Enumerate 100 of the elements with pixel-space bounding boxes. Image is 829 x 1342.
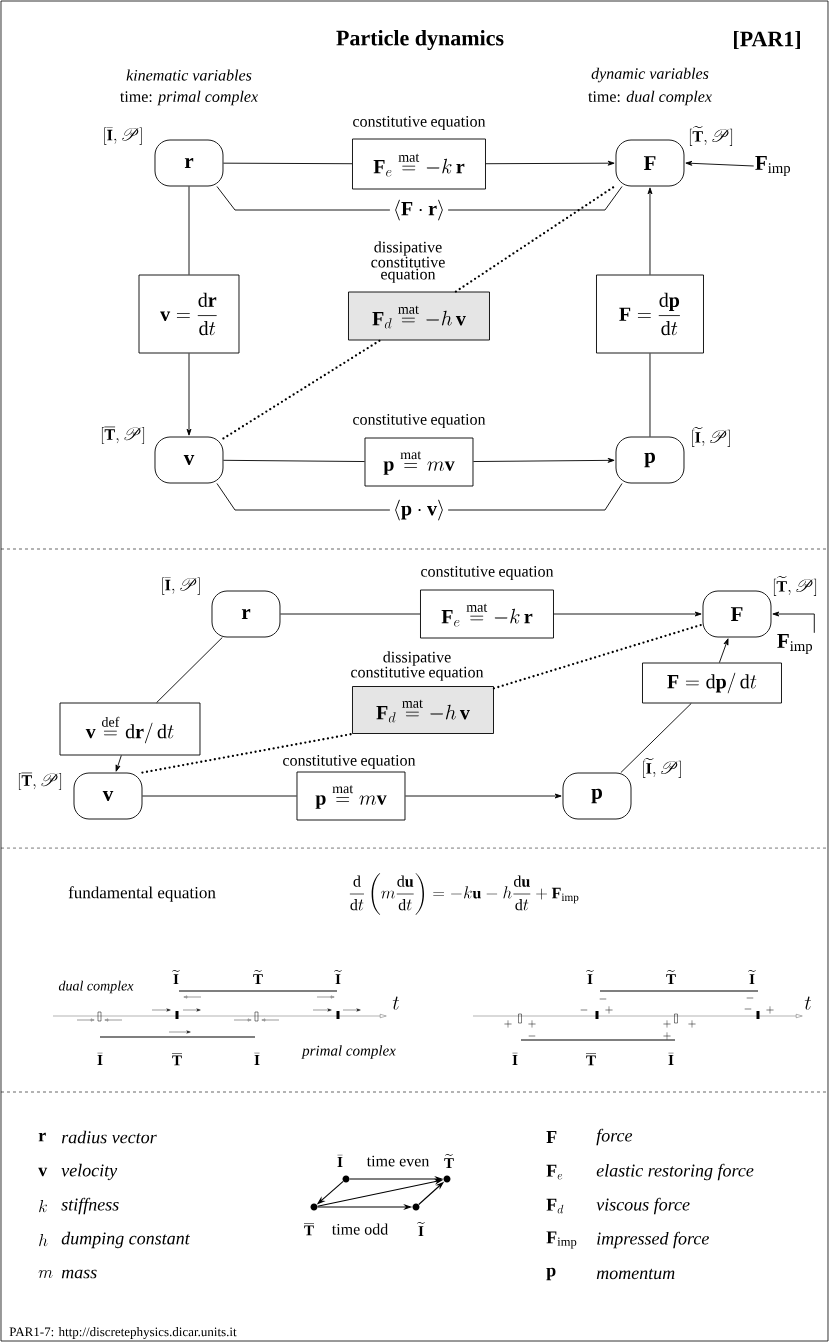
definition-text: momentum xyxy=(596,1268,675,1280)
complex-label: dual complex xyxy=(58,980,134,994)
column-heading: dynamic variables xyxy=(591,67,709,83)
time-symbol: $\widetilde{\mathbf{I}}$ xyxy=(334,970,342,984)
variable-node: $\mathbf{p}$ xyxy=(562,772,632,820)
edge-label: $\langle \mathbf{F} \cdot \mathbf{r} \rangle$ xyxy=(389,196,449,224)
arrow xyxy=(473,457,615,463)
arrow xyxy=(485,160,615,166)
sign-symbol: $+$ xyxy=(528,1020,536,1028)
set-label: $[\overline{\mathbf{T}}, \mathscr{P}]$ xyxy=(101,426,145,445)
box-heading: constitutive equation xyxy=(421,566,554,580)
box-heading: constitutive equation xyxy=(353,414,486,428)
time-symbol: $\bar{\mathbf{I}}$ xyxy=(97,1052,103,1065)
symbol: $\mathbf{v}$ xyxy=(38,1167,48,1177)
sign-symbol: $-$ xyxy=(746,997,754,999)
sign-symbol: $-$ xyxy=(580,1009,588,1011)
time-label: time even xyxy=(366,1155,430,1167)
definition-text: elastic restoring force xyxy=(596,1163,754,1181)
definition-text: dumping constant xyxy=(61,1231,191,1249)
variable-node: $\mathbf{F}$ xyxy=(615,139,685,187)
set-label: $[\bar{\mathbf{I}}, \mathscr{P}]$ xyxy=(104,127,142,145)
definition-text: force xyxy=(596,1128,633,1146)
sign-symbol: $-$ xyxy=(599,998,607,1000)
definition-text: viscous force xyxy=(596,1197,690,1215)
set-label: $\bar{\mathbf{I}}$ xyxy=(337,1154,343,1167)
box-heading: constitutive equation xyxy=(353,116,486,130)
sign-symbol: $+$ xyxy=(663,1020,671,1028)
column-heading: time: dual complex xyxy=(588,90,712,106)
variable-node: $\mathbf{r}$ xyxy=(211,590,281,638)
time-symbol: $\widetilde{\mathbf{I}}$ xyxy=(748,970,756,984)
set-label: $[\widetilde{\mathbf{I}}, \mathscr{P}]$ xyxy=(692,427,730,447)
time-symbol: $\bar{\mathbf{I}}$ xyxy=(254,1052,260,1065)
dotted-line xyxy=(141,732,354,774)
symbol: $\mathbf{F}_{\mathrm{imp}}$ xyxy=(546,1231,577,1249)
definition-text: radius vector xyxy=(61,1130,157,1144)
connector-line xyxy=(649,353,651,437)
sign-symbol: $-$ xyxy=(744,1008,752,1010)
symbol: $\mathbf{r}$ xyxy=(38,1132,46,1142)
equation-box: $\mathbf{v} \overset{\mathrm{def}}{=} \mathrm{d}\mathbf{r}/\,\mathrm{d}t$ xyxy=(59,702,201,756)
connector-line xyxy=(223,459,365,462)
connector-line xyxy=(156,637,223,703)
sign-symbol: $-$ xyxy=(528,1035,536,1037)
equation-box: $\mathbf{v} = \frac{\mathrm{d}\mathbf{r}}{\mathrm{d}t}$ xyxy=(138,274,240,354)
connector-line xyxy=(142,795,297,797)
dotted-line xyxy=(454,184,617,293)
equation: $\frac{\mathrm{d}}{\mathrm{d}t}\left(m\frac{\mathrm{d}\mathbf{u}}{\mathrm{d}t}\right) = -k\mathbf{u} - h\frac{\mathrm{d}\mathbf{u}}{\mathrm{d}t} + \mathbf{F}_{\mathrm{imp}}$ xyxy=(349,873,579,915)
equation-box: $\mathbf{F} = \mathrm{d}\mathbf{p}/\,\mathrm{d}t$ xyxy=(642,662,782,704)
equation-box: $\mathbf{p} \overset{\mathrm{mat}}{=} m\mathbf{v}$ xyxy=(296,771,406,821)
variable-node: $\mathbf{v}$ xyxy=(154,436,224,484)
equation-box: $\mathbf{p} \overset{\mathrm{mat}}{=} m\mathbf{v}$ xyxy=(364,437,474,487)
variable-node: $\mathbf{v}$ xyxy=(73,772,143,820)
axis-label: $t$ xyxy=(804,996,811,1010)
time-symbol: $\widetilde{\mathbf{I}}$ xyxy=(172,970,180,984)
complex-label: primal complex xyxy=(301,1045,396,1059)
arrow xyxy=(718,638,729,663)
equation-box: $\mathbf{F} = \frac{\mathrm{d}\mathbf{p}}{\mathrm{d}t}$ xyxy=(596,274,704,354)
symbol: $\mathbf{F}_d$ xyxy=(546,1198,564,1214)
connector-line xyxy=(280,613,421,615)
title: Particle dynamics xyxy=(336,30,504,50)
variable-node: $\mathbf{F}$ xyxy=(702,590,772,638)
equation-box: $\mathbf{F}_e \overset{\mathrm{mat}}{=} -k\,\mathbf{r}$ xyxy=(352,138,486,190)
connector-line xyxy=(223,162,353,165)
arrow xyxy=(685,160,755,167)
time-symbol: $\bar{\mathbf{I}}$ xyxy=(512,1052,518,1065)
box-heading: dissipative constitutive equation xyxy=(351,651,484,681)
footer-text: PAR1-7: http://discretephysics.dicar.units.it xyxy=(9,1327,237,1339)
equation-box: $\mathbf{F}_d \overset{\mathrm{mat}}{=} -h\,\mathbf{v}$ xyxy=(352,686,494,734)
symbol: $h$ xyxy=(39,1234,48,1247)
set-label: $[\widetilde{\mathbf{T}}, \mathscr{P}]$ xyxy=(773,576,817,596)
arrow xyxy=(772,611,815,634)
definition-text: impressed force xyxy=(597,1231,709,1249)
time-symbol: $\bar{\mathbf{I}}$ xyxy=(668,1052,674,1065)
arrow xyxy=(405,793,562,799)
symbol: $\mathbf{p}$ xyxy=(546,1267,556,1281)
column-heading: kinematic variables xyxy=(126,69,252,81)
definition-text: stiffness xyxy=(61,1197,119,1215)
definition-text: velocity xyxy=(61,1163,118,1181)
time-symbol: $\widetilde{\mathbf{T}}$ xyxy=(253,970,263,984)
time-symbol: $\widetilde{\mathbf{T}}$ xyxy=(666,970,676,984)
definition-text: mass xyxy=(61,1269,97,1279)
force-symbol: $\mathbf{F}_{\mathrm{imp}}$ xyxy=(755,156,791,176)
sign-symbol: $+$ xyxy=(766,1006,774,1014)
symbol: $\mathbf{F}$ xyxy=(546,1131,557,1143)
set-label: $\widetilde{\mathbf{T}}$ xyxy=(444,1154,454,1168)
time-symbol: $\widetilde{\mathbf{I}}$ xyxy=(586,970,594,984)
sign-symbol: $+$ xyxy=(605,1006,613,1014)
box-heading: constitutive equation xyxy=(283,755,416,769)
set-label: $[\widetilde{\mathbf{I}}, \mathscr{P}]$ xyxy=(643,758,681,778)
time-symbol: $\overline{\mathbf{T}}$ xyxy=(172,1053,182,1066)
equation-label: fundamental equation xyxy=(68,886,216,902)
variable-node: $\mathbf{p}$ xyxy=(615,436,685,484)
symbol: $m$ xyxy=(38,1270,53,1278)
time-symbol: $\overline{\mathbf{T}}$ xyxy=(586,1053,596,1066)
equation-box: $\mathbf{F}_d \overset{\mathrm{mat}}{=} -h\,\mathbf{v}$ xyxy=(348,291,490,341)
arrow xyxy=(186,353,192,436)
arrow xyxy=(115,755,122,772)
dotted-line xyxy=(222,339,382,440)
connector-line xyxy=(188,186,190,275)
axis-label: $t$ xyxy=(392,996,399,1010)
set-label: $[\overline{\mathbf{T}}, \mathscr{P}]$ xyxy=(18,772,62,791)
